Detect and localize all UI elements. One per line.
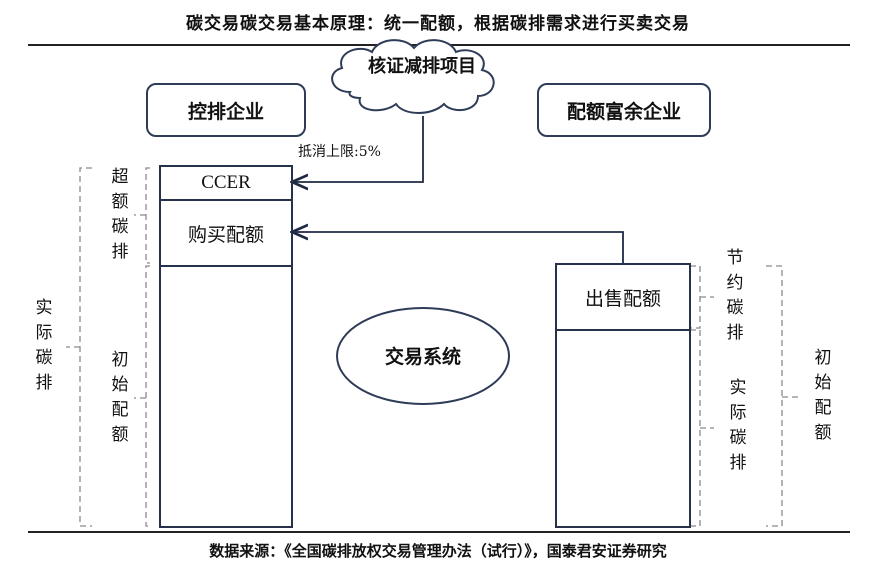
label-saved-emission: 节约碳排	[726, 248, 744, 343]
trading-system-ellipse	[336, 307, 510, 405]
bracket-initial-right	[766, 265, 783, 527]
bottom-divider	[28, 531, 850, 533]
bracket-actual-left	[79, 167, 92, 527]
trading-system-label: 交易系统	[384, 346, 461, 368]
bracket-excess	[145, 167, 150, 264]
label-actual-emission-right: 实际碳排	[729, 378, 747, 473]
cloud-shape	[331, 39, 495, 114]
offset-limit-label: 抵消上限:5%	[298, 144, 381, 160]
label-initial-quota-right: 初始配额	[814, 348, 832, 443]
buy-quota-cell: 购买配额	[161, 201, 291, 267]
label-excess-emission: 超额碳排	[111, 167, 129, 262]
source-note: 数据来源：《全国碳排放权交易管理办法（试行）》，国泰君安证券研究	[209, 542, 667, 560]
bracket-initial-left	[145, 265, 150, 527]
control-company-column: CCER 购买配额	[159, 165, 293, 528]
ccer-cell: CCER	[161, 167, 291, 201]
page-title: 碳交易碳交易基本原理：统一配额，根据碳排需求进行买卖交易	[186, 14, 690, 34]
surplus-company-column: 出售配额	[555, 263, 691, 528]
label-initial-quota-left: 初始配额	[111, 350, 129, 445]
ccer-arrow	[292, 116, 424, 182]
cloud-label: 核证减排项目	[368, 56, 476, 77]
bracket-actual-right	[690, 329, 701, 527]
sell-quota-cell: 出售配额	[557, 265, 689, 331]
bracket-saved	[690, 265, 701, 329]
quota-arrow	[292, 232, 624, 263]
surplus-company-box: 配额富余企业	[537, 83, 711, 137]
label-actual-emission-left: 实际碳排	[35, 298, 53, 393]
control-company-box: 控排企业	[146, 83, 306, 137]
